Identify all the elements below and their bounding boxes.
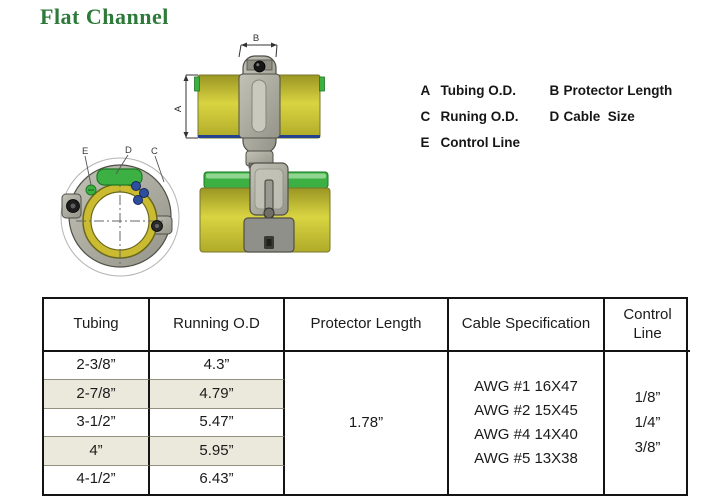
col-header-cable-specification: Cable Specification [449, 299, 605, 352]
legend-key: E [420, 135, 430, 150]
control-line-size: 3/8” [634, 439, 661, 457]
legend-key: A [420, 83, 431, 98]
clamp-panel [251, 79, 267, 133]
centerlines [76, 177, 164, 265]
legend-label: Control Line [440, 135, 521, 150]
table-cell-control-line: 1/8” 1/4” 3/8” [605, 352, 690, 494]
outline-circle [60, 157, 180, 277]
legend-label: Runing O.D. [440, 109, 519, 124]
table-cell-tubing: 2-3/8” [44, 352, 150, 381]
technical-drawing: B A [60, 33, 331, 277]
table-cell-tubing: 4” [44, 437, 150, 466]
cable-spec-line: AWG #2 15X45 [474, 401, 578, 419]
col-header-tubing: Tubing [44, 299, 150, 352]
dimension-a [185, 74, 198, 139]
table-cell-running-od: 4.3” [150, 352, 285, 381]
cable-ports [131, 181, 149, 205]
cable-spec-line: AWG #1 16X47 [474, 377, 578, 395]
legend-key: D [549, 109, 560, 124]
legend-item-e: E Control Line [398, 120, 521, 165]
control-line-size: 1/8” [634, 389, 661, 407]
table-cell-tubing: 4-1/2” [44, 465, 150, 494]
table-cell-cable-specification: AWG #1 16X47 AWG #2 15X45 AWG #4 14X40 A… [449, 352, 605, 494]
table-cell-running-od: 5.47” [150, 408, 285, 438]
table-cell-running-od: 5.95” [150, 437, 285, 466]
legend-label: Protector Length [563, 83, 673, 98]
callout-leaders [84, 154, 165, 186]
table-cell-running-od: 4.79” [150, 380, 285, 409]
front-clamp-lower [243, 217, 295, 253]
side-view: B A [173, 33, 325, 169]
legend-key: B [549, 83, 560, 98]
cable-spec-line: AWG #5 13X38 [474, 449, 578, 467]
legend-key: C [420, 109, 431, 124]
table-cell-running-od: 6.43” [150, 465, 285, 494]
channel-tab-right [319, 76, 325, 92]
callout-c-label: C [151, 146, 158, 157]
col-header-running-od: Running O.D [150, 299, 285, 352]
front-bolt-head [263, 207, 275, 219]
cable-spec-line: AWG #4 14X40 [474, 425, 578, 443]
callout-e-label: E [82, 146, 88, 157]
dimension-b-label: B [253, 33, 259, 44]
front-view [199, 162, 331, 253]
col-header-protector-length: Protector Length [285, 299, 449, 352]
clamp-bolt [253, 60, 266, 73]
callout-d-label: D [125, 145, 132, 156]
table-cell-tubing: 3-1/2” [44, 408, 150, 438]
cross-section-view: E D C [60, 145, 180, 277]
channel-tab-left [194, 76, 200, 92]
legend-label: Tubing O.D. [440, 83, 516, 98]
legend-item-a: A Tubing O.D. [398, 68, 516, 113]
legend-label: Cable Size [563, 109, 635, 124]
control-line-size: 1/4” [634, 414, 661, 432]
col-header-control-line: Control Line [605, 299, 690, 352]
spec-table: Tubing Running O.D Protector Length Cabl… [42, 297, 690, 496]
table-cell-tubing: 2-7/8” [44, 380, 150, 409]
table-cell-protector-length: 1.78” [285, 352, 449, 494]
dimension-a-label: A [173, 105, 184, 112]
legend-item-c: C Runing O.D. [398, 94, 519, 139]
page-title: Flat Channel [40, 4, 169, 29]
